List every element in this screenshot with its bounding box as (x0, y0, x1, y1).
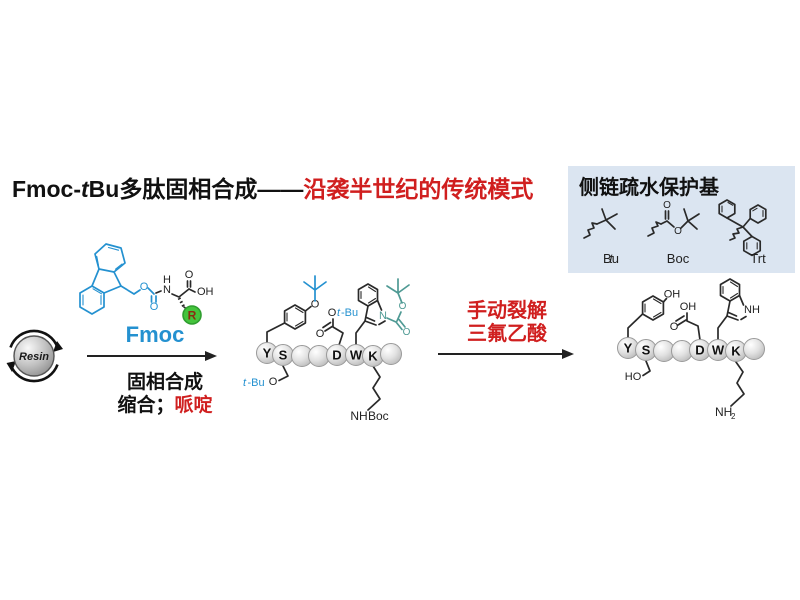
ser-tbu-italic: t (243, 377, 247, 389)
resin-cycle-arrow-top (9, 329, 59, 348)
lys-nh2-subscript: 2 (731, 412, 736, 421)
fmoc-carbamate: O O (120, 281, 162, 313)
lys-boc: Boc (368, 409, 389, 423)
bead-letter: D (695, 343, 704, 358)
trt-label: Trt (750, 251, 766, 266)
protecting-group-structures: t Bu O O Boc Trt (583, 199, 767, 266)
boc-label: Boc (667, 251, 690, 266)
step1-line2-red: 哌啶 (174, 395, 213, 416)
deprotected-peptide: OH OH O NH HO NH 2 Y S D W (617, 278, 765, 421)
fluorenyl-group (79, 243, 126, 315)
bead-blank (743, 338, 765, 360)
asp-tbu-italic: t (337, 307, 341, 319)
fmoc-label: Fmoc (126, 322, 185, 347)
ser-ether-o: O (269, 376, 278, 388)
ser-ho: HO (625, 371, 642, 383)
protecting-box-title: 侧链疏水保护基 (579, 177, 719, 199)
bead-letter: D (332, 348, 341, 363)
reaction-arrow-2 (438, 349, 574, 359)
lys-nh2: NH (715, 405, 732, 419)
fmoc-carbonyl-o: O (150, 301, 159, 313)
peptide-beads: Y S D W K (256, 342, 402, 367)
bead-letter: S (279, 348, 288, 363)
step2-line2: 三氟乙酸 (467, 323, 547, 345)
title-black-1: Fmoc- (12, 176, 81, 202)
resin-bead: Resin (6, 329, 63, 383)
bead-letter: S (642, 343, 651, 358)
boc-carbonyl-o: O (403, 327, 411, 338)
resin-arrowhead-bottom (6, 361, 16, 372)
asp-carbonyl-o: O (670, 321, 679, 333)
protected-peptide: O O t -Bu O N O O O t -Bu NH Boc (243, 275, 411, 423)
title-red: 沿袭半世纪的传统模式 (303, 176, 534, 202)
tyr-ether-o: O (311, 299, 320, 311)
step1-line2: 缩合；哌啶 (90, 394, 240, 417)
amide-n: N (163, 284, 171, 296)
step1-conditions: 固相合成 缩合；哌啶 (90, 371, 240, 417)
acid-oh: OH (197, 286, 214, 298)
trp-boc-side-chain: N O O (355, 278, 411, 346)
tyr-oh: OH (664, 289, 681, 301)
ser-tbu: -Bu (248, 377, 265, 389)
resin-arrowhead-top (53, 341, 63, 352)
boc-ester-o: O (399, 301, 407, 312)
ser-otbu-side-chain: O t -Bu (243, 365, 289, 389)
tbu-label-italic: t (609, 251, 614, 266)
bead-letter: K (731, 344, 741, 359)
protecting-group-box: 侧链疏水保护基 t Bu O O Boc Trt (568, 166, 795, 273)
trt-structure (718, 199, 767, 257)
arrow-head (205, 351, 217, 361)
boc-carbonyl-o: O (663, 200, 671, 211)
acid-carbonyl-o: O (185, 269, 194, 281)
step2-conditions: 手动裂解 三氟乙酸 (442, 300, 572, 346)
tbu-label: Bu (603, 251, 619, 266)
bead-letter: W (350, 348, 363, 363)
step2-line1: 手动裂解 (467, 300, 547, 322)
bead-letter: W (712, 343, 725, 358)
amide-h: H (163, 274, 171, 286)
bead-letter: Y (624, 341, 633, 356)
asp-cooh-side-chain: OH O (670, 301, 701, 341)
tyr-oh-side-chain: OH (627, 289, 681, 340)
asp-carbonyl-o: O (316, 328, 325, 340)
tyr-otbu-side-chain: O (266, 275, 327, 345)
asp-tbu: -Bu (341, 307, 358, 319)
title-black-2: Bu多肽固相合成—— (88, 176, 304, 202)
indole-n: N (379, 310, 387, 322)
bead-letter: K (368, 349, 378, 364)
resin-label: Resin (19, 351, 49, 363)
slide-title: Fmoc-tBu多肽固相合成——沿袭半世纪的传统模式 (12, 170, 533, 204)
asp-otbu-side-chain: O t -Bu O (316, 307, 358, 346)
lys-nh: NH (350, 409, 367, 423)
lys-nh2-side-chain: NH 2 (715, 361, 745, 421)
lys-boc-side-chain: NH Boc (350, 365, 389, 423)
reaction-arrow-1 (87, 351, 217, 361)
r-group-letter: R (188, 309, 197, 323)
step1-line2-black: 缩合； (117, 395, 175, 416)
trp-nh-side-chain: NH (717, 278, 760, 341)
ser-oh-side-chain: HO (625, 360, 651, 383)
tbu-structure (583, 208, 618, 239)
resin-cycle-arrow-bottom (9, 364, 59, 383)
fmoc-amino-acid: O O H N O OH R Fmoc (79, 243, 214, 347)
amino-acid-backbone: H N O OH (163, 269, 214, 311)
title-italic-t: t (81, 176, 89, 202)
step1-line1: 固相合成 (126, 372, 203, 393)
boc-ester-o: O (674, 226, 682, 237)
asp-ester-o: O (328, 307, 337, 319)
asp-oh: OH (680, 301, 697, 313)
arrow-head (562, 349, 574, 359)
indole-nh: NH (744, 304, 760, 316)
bead-letter: Y (263, 346, 272, 361)
bead-blank (380, 343, 402, 365)
r-group-circle (182, 305, 202, 325)
boc-structure: O O (647, 200, 700, 237)
resin-sphere (13, 335, 55, 377)
fmoc-ester-o: O (140, 281, 149, 293)
peptide-beads: Y S D W K (617, 337, 765, 362)
